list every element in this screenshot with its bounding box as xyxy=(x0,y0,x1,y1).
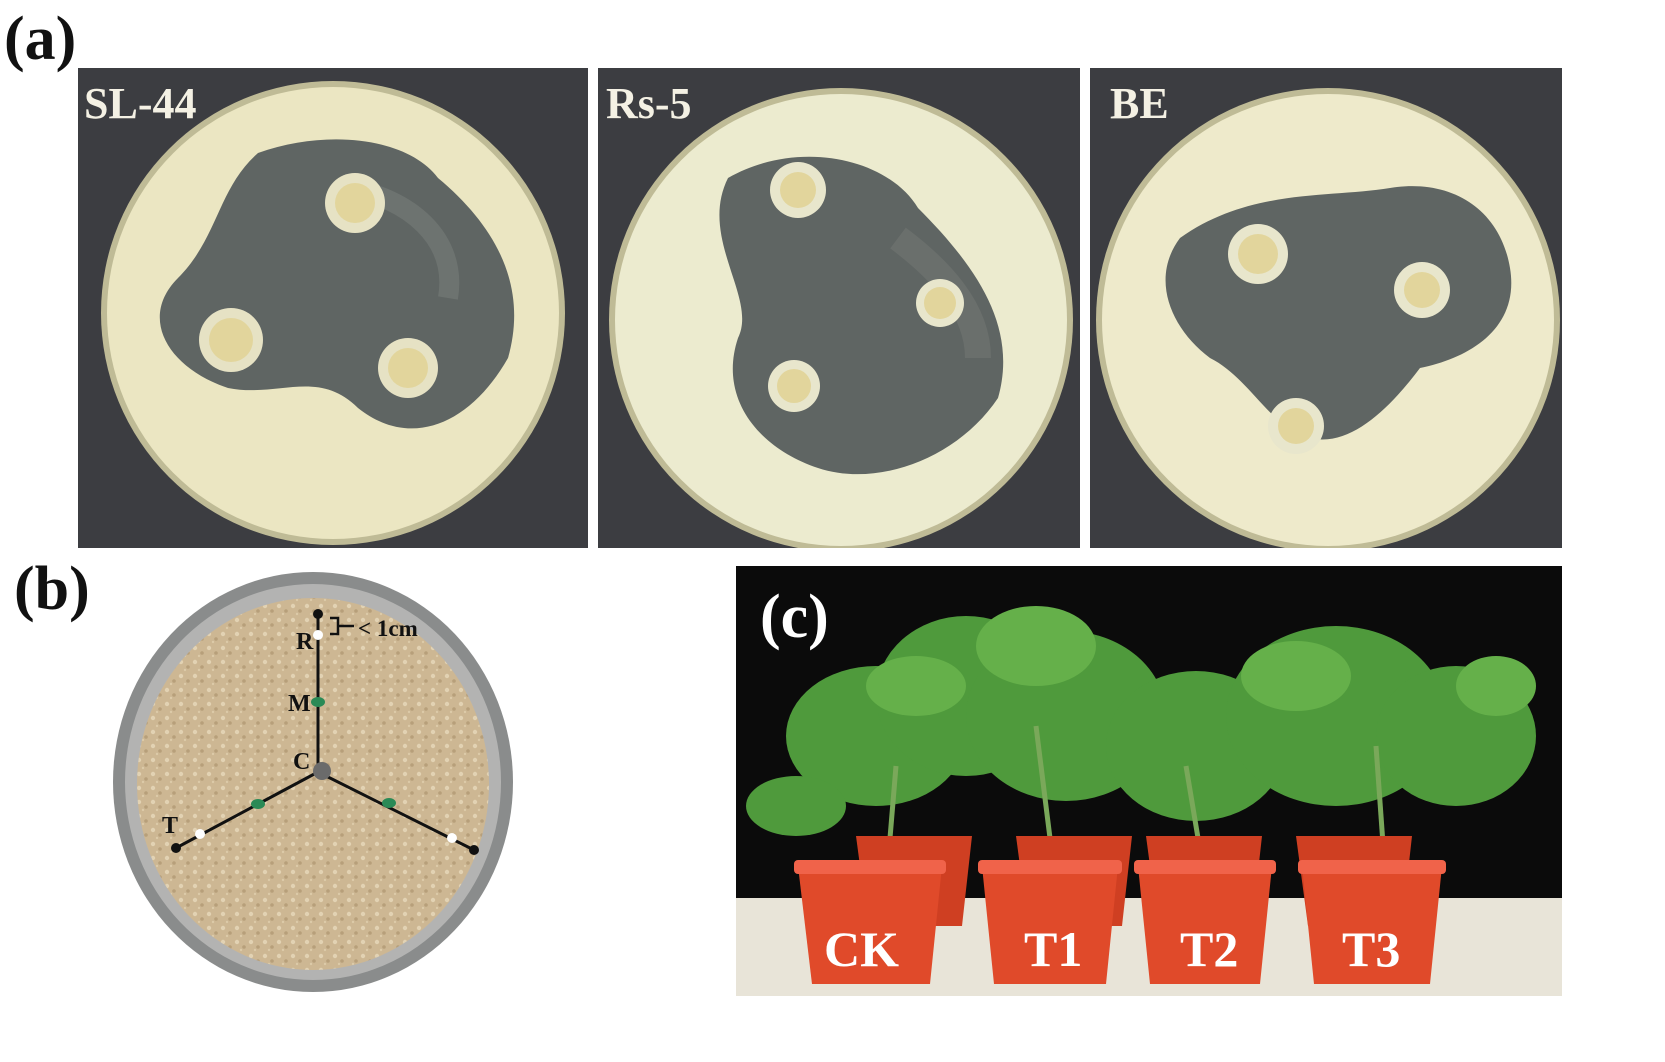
soil-dish-photo xyxy=(108,560,518,996)
panel-b-label: (b) xyxy=(14,555,90,623)
tomato-plants-image xyxy=(736,566,1562,996)
panel-a-label: (a) xyxy=(4,5,77,73)
plate-label-be: BE xyxy=(1110,79,1169,128)
point-label-c: C xyxy=(293,749,311,775)
pot-label-t2: T2 xyxy=(1180,921,1239,977)
panel-c-label: (c) xyxy=(760,583,829,651)
petri-dish-rs5-image xyxy=(598,68,1080,548)
pot-label-ck: CK xyxy=(824,921,899,977)
soil-dish-image xyxy=(108,560,518,996)
petri-dish-photo-be xyxy=(1090,68,1562,548)
plate-label-sl44: SL-44 xyxy=(84,79,197,128)
point-label-t: T xyxy=(162,813,179,839)
petri-dish-be-image xyxy=(1090,68,1562,548)
scale-note: < 1cm xyxy=(358,616,418,641)
pot-label-t3: T3 xyxy=(1342,921,1401,977)
petri-dish-sl44-image xyxy=(78,68,588,548)
pot-label-t1: T1 xyxy=(1024,921,1083,977)
tomato-plants-photo xyxy=(736,566,1562,996)
petri-dish-photo-rs5 xyxy=(598,68,1080,548)
petri-dish-photo-sl44 xyxy=(78,68,588,548)
point-label-r: R xyxy=(296,629,314,655)
point-label-m: M xyxy=(288,691,311,717)
plate-label-rs5: Rs-5 xyxy=(606,79,692,128)
